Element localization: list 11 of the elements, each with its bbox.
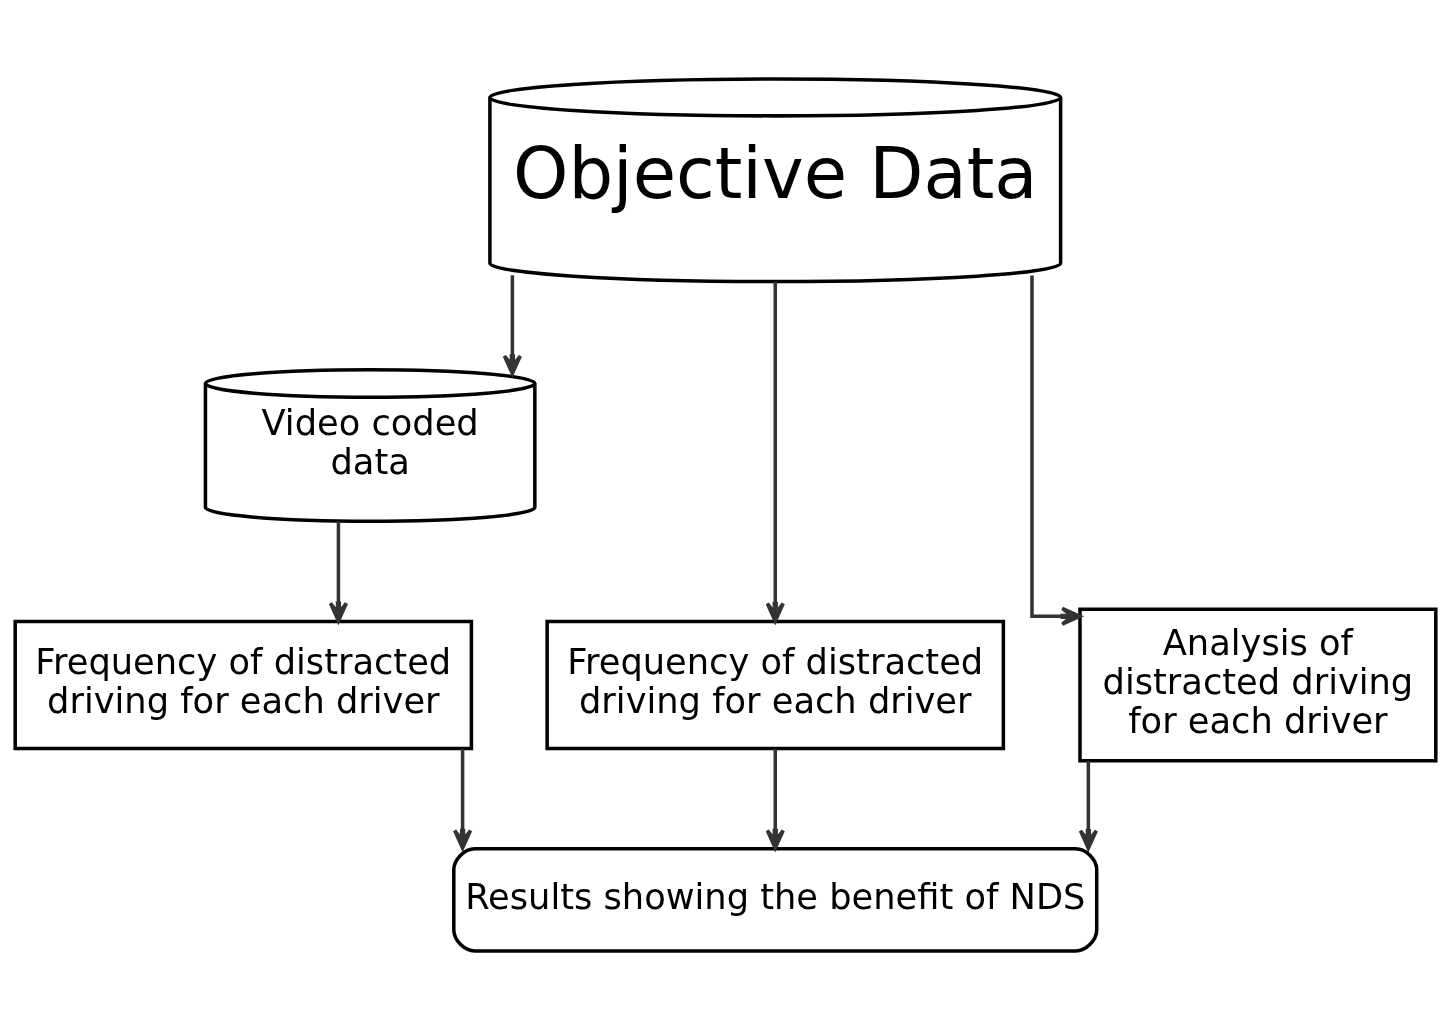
- arrow: [328, 521, 349, 623]
- arrow: [1078, 760, 1099, 851]
- node-box: Results showing the benefit of NDS: [452, 847, 1099, 953]
- arrow: [1030, 275, 1082, 626]
- arrow: [765, 281, 785, 623]
- arrow: [502, 275, 523, 376]
- node-box: Frequency of distracted driving for each driver: [545, 619, 1006, 751]
- node-box: Frequency of distracted driving for each driver: [13, 619, 474, 751]
- node-box: Analysis of distracted driving for each driver: [1078, 607, 1438, 763]
- arrow: [765, 748, 785, 850]
- arrow: [452, 748, 473, 850]
